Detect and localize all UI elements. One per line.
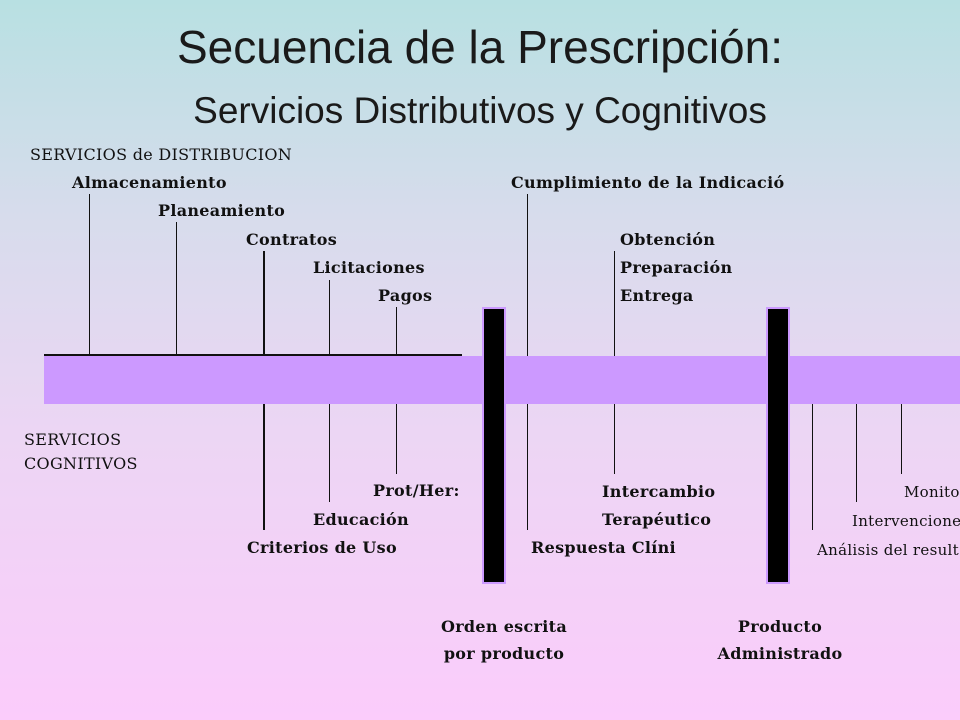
page-subtitle: Servicios Distributivos y Cognitivos bbox=[193, 90, 767, 131]
label-entrega: Entrega bbox=[620, 286, 694, 305]
tick-licitaciones bbox=[329, 280, 330, 354]
page-title: Secuencia de la Prescripción: bbox=[177, 21, 783, 73]
milestone-bar-orden bbox=[482, 307, 506, 584]
tick-educacion bbox=[329, 404, 330, 502]
label-intercambio: Intercambio bbox=[602, 482, 716, 501]
tick-cumplimiento bbox=[527, 194, 528, 356]
label-preparacion: Preparación bbox=[620, 258, 733, 277]
label-intervenciones: Intervencione bbox=[852, 512, 960, 530]
label-licitaciones: Licitaciones bbox=[313, 258, 425, 277]
tick-prot-her bbox=[396, 404, 397, 474]
tick-intercambio bbox=[614, 404, 615, 474]
timeline-top-edge bbox=[44, 354, 462, 356]
milestone-bar-producto bbox=[766, 307, 790, 584]
tick-planeamiento bbox=[176, 222, 177, 354]
label-almacenamiento: Almacenamiento bbox=[72, 173, 227, 192]
distribution-header: SERVICIOS de DISTRIBUCION bbox=[30, 145, 293, 164]
label-respuesta: Respuesta Clíni bbox=[531, 538, 676, 557]
milestone-producto-line2: Administrado bbox=[717, 644, 843, 663]
label-educacion: Educación bbox=[313, 510, 409, 529]
tick-pagos bbox=[396, 307, 397, 354]
tick-monito bbox=[901, 404, 902, 474]
milestone-orden-line2: por producto bbox=[443, 644, 565, 663]
milestone-orden-line1: Orden escrita bbox=[440, 617, 568, 636]
tick-almacenamiento bbox=[89, 194, 90, 354]
cognitive-header-line2: COGNITIVOS bbox=[24, 454, 138, 473]
tick-obtencion bbox=[614, 251, 615, 356]
label-prot-her: Prot/Her: bbox=[373, 481, 460, 500]
label-obtencion: Obtención bbox=[620, 230, 716, 249]
tick-respuesta bbox=[527, 404, 528, 530]
label-planeamiento: Planeamiento bbox=[158, 201, 286, 220]
label-contratos: Contratos bbox=[246, 230, 337, 249]
label-pagos: Pagos bbox=[378, 286, 433, 305]
tick-criterios bbox=[263, 404, 265, 530]
label-analisis: Análisis del result: bbox=[817, 541, 960, 559]
cognitive-header-line1: SERVICIOS bbox=[24, 430, 122, 449]
label-cumplimiento: Cumplimiento de la Indicació bbox=[511, 173, 785, 192]
tick-analisis bbox=[812, 404, 813, 530]
label-monito: Monito bbox=[904, 483, 960, 501]
milestone-producto-line1: Producto bbox=[737, 617, 823, 636]
tick-intervenciones bbox=[856, 404, 857, 502]
label-terapeutico: Terapéutico bbox=[602, 510, 712, 529]
tick-contratos bbox=[263, 251, 265, 354]
label-criterios: Criterios de Uso bbox=[247, 538, 397, 557]
